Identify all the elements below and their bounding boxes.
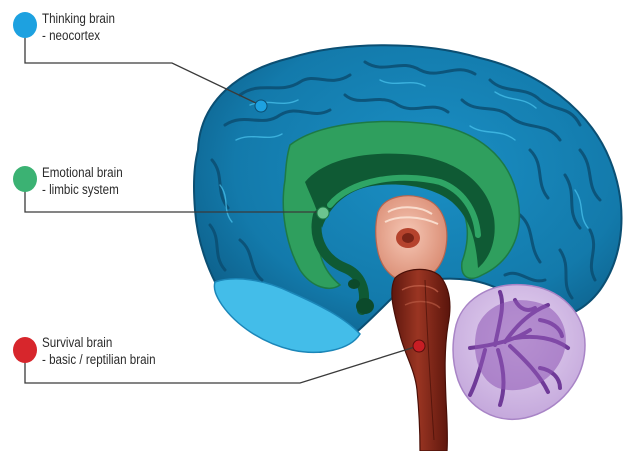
survival-marker-dot: [413, 340, 425, 352]
thinking-legend-bulb: [13, 12, 37, 38]
emotional-legend-bulb: [13, 166, 37, 192]
thalamus-region: [376, 196, 447, 282]
cerebellum-region: [453, 285, 585, 420]
survival-legend-bulb: [13, 337, 37, 363]
thinking-label-title: Thinking brain: [42, 10, 115, 27]
brainstem-region: [392, 269, 450, 451]
survival-label-title: Survival brain: [42, 334, 156, 351]
thinking-marker-dot: [255, 100, 267, 112]
emotional-marker-dot: [317, 207, 329, 219]
emotional-label-title: Emotional brain: [42, 164, 123, 181]
thinking-label: Thinking brain - neocortex: [42, 10, 115, 44]
survival-label-subtitle: - basic / reptilian brain: [42, 351, 156, 368]
survival-label: Survival brain - basic / reptilian brain: [42, 334, 156, 368]
emotional-label-subtitle: - limbic system: [42, 181, 123, 198]
thinking-label-subtitle: - neocortex: [42, 27, 115, 44]
emotional-label: Emotional brain - limbic system: [42, 164, 123, 198]
